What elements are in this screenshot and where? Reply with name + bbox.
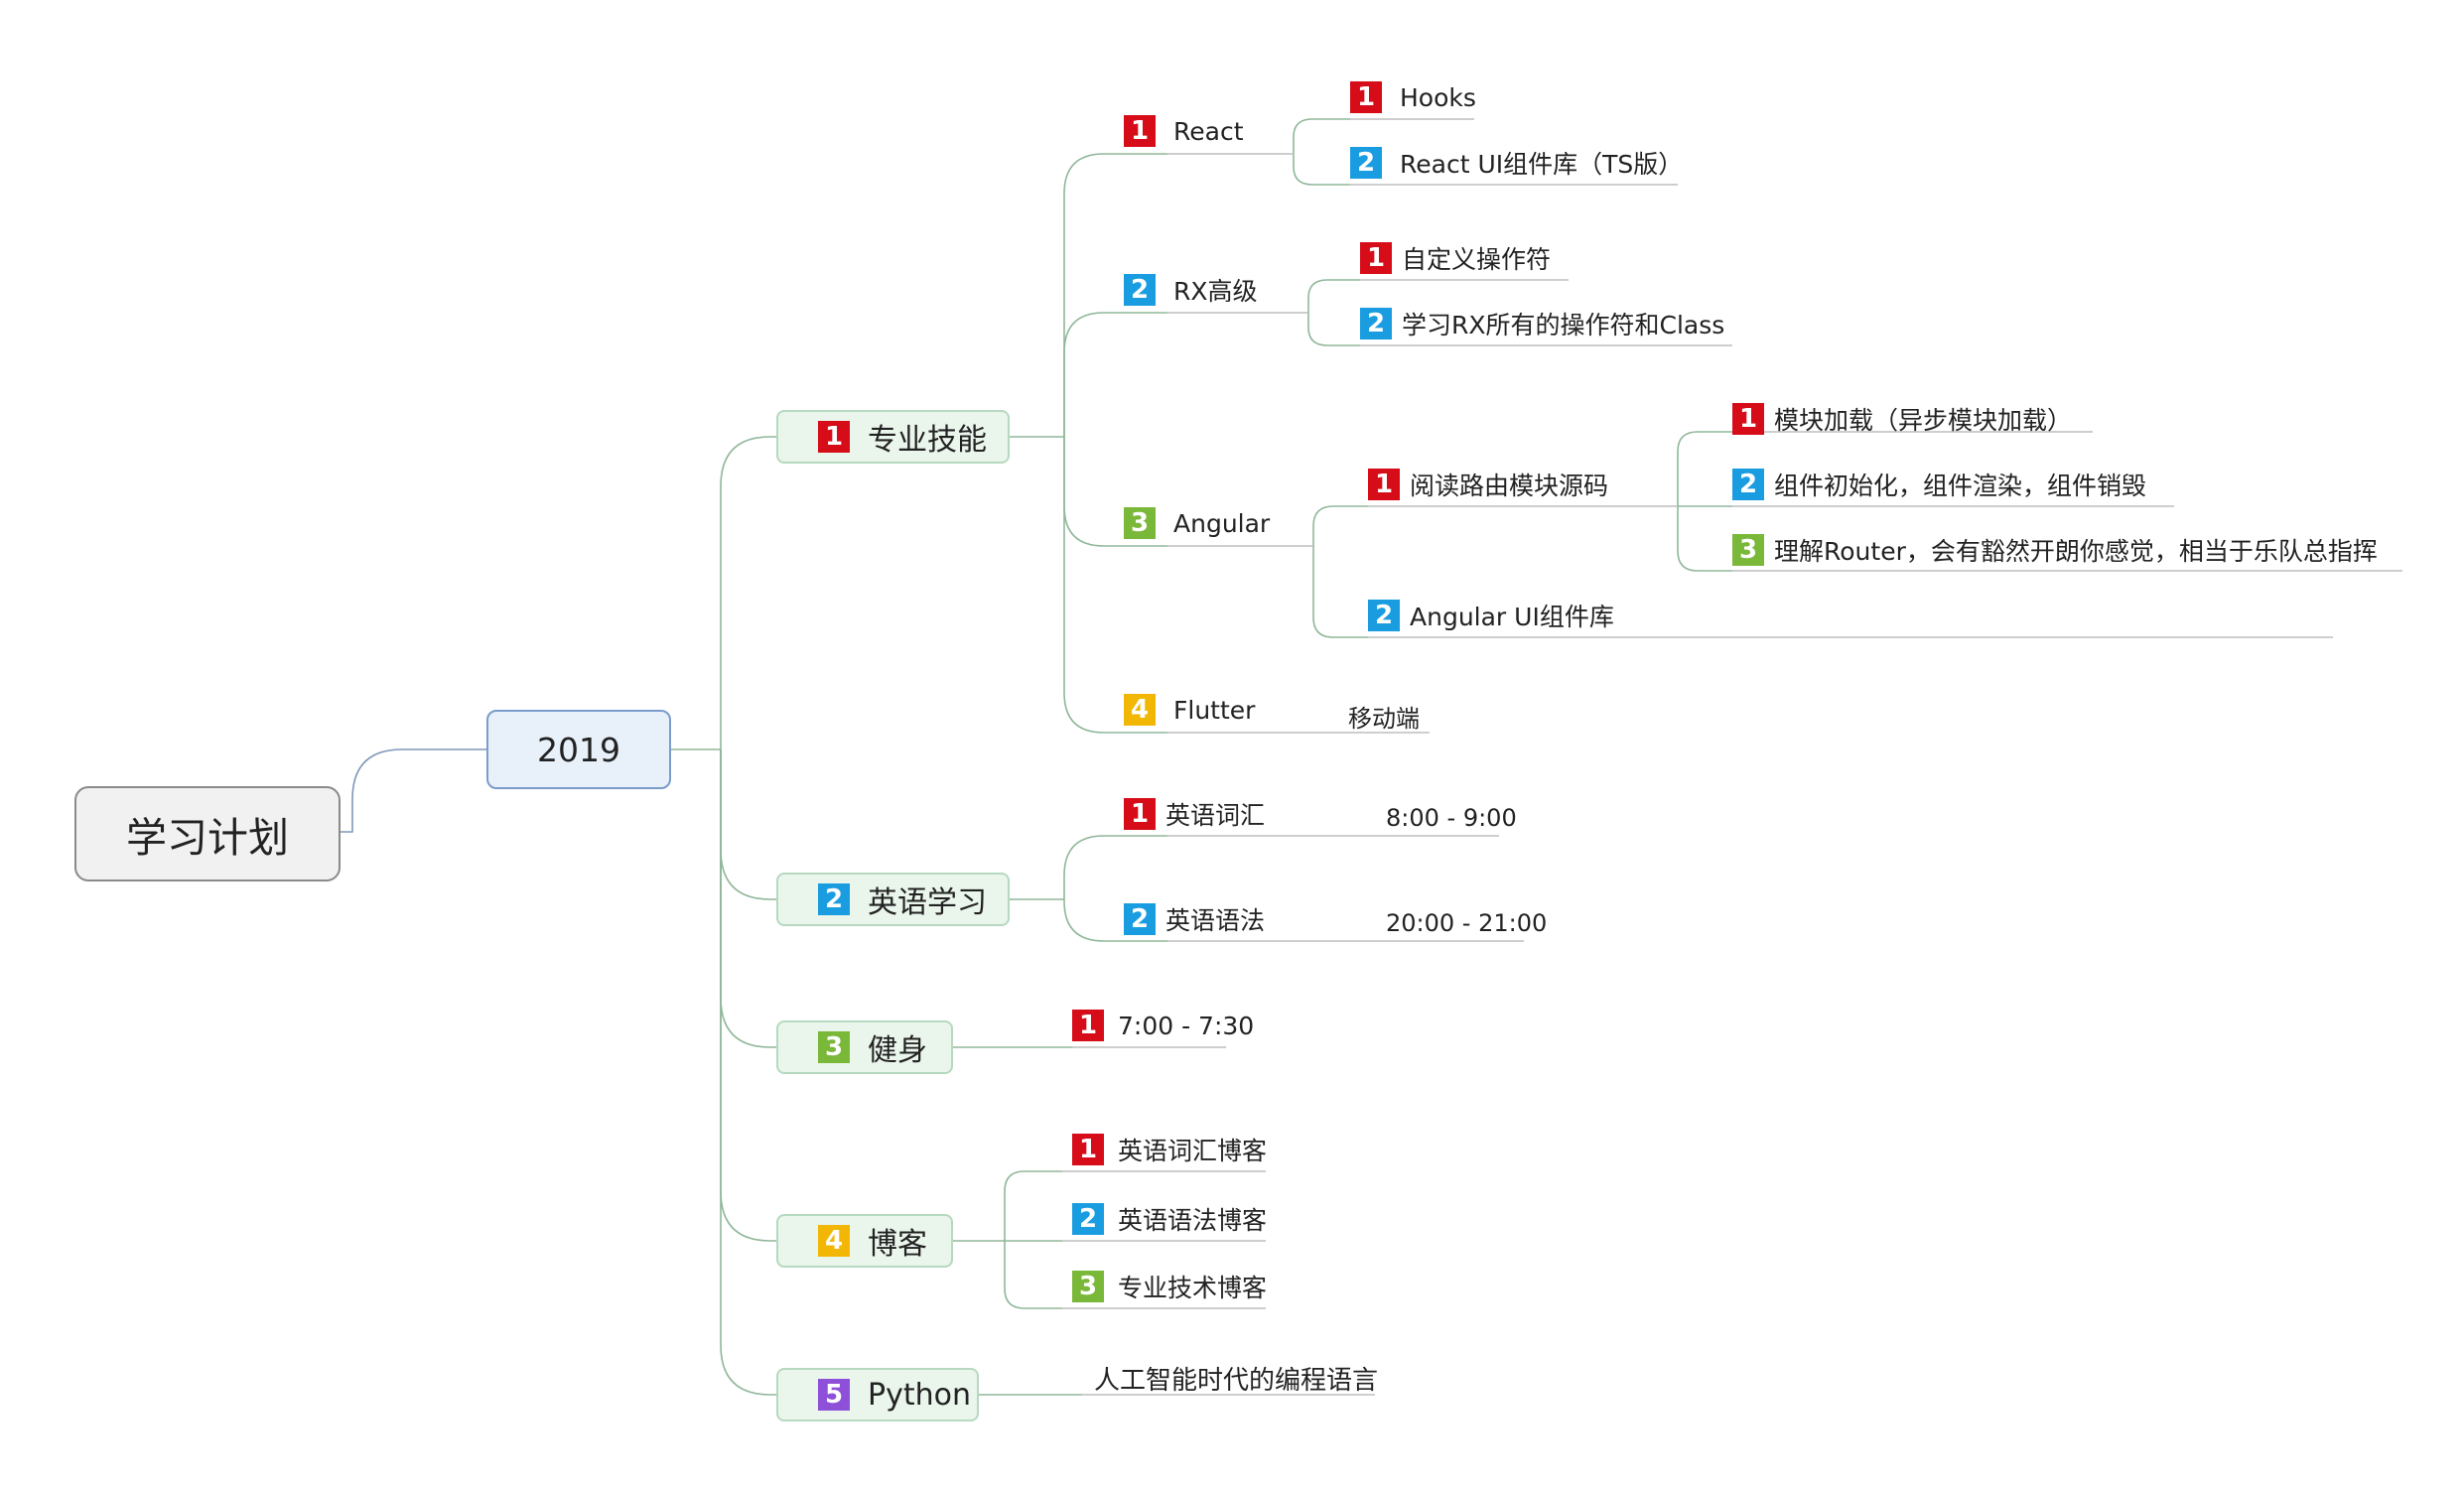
priority-2-icon: 2	[818, 883, 850, 915]
english-vocab-time-note: 8:00 - 9:00	[1386, 804, 1517, 832]
topic-fitness-label: 健身	[868, 1033, 927, 1068]
year-topic-label: 2019	[537, 730, 620, 769]
priority-2-icon: 2	[1368, 600, 1400, 631]
topic-english-grammar[interactable]: 2 英语语法	[1124, 899, 1265, 939]
topic-blog-label: 博客	[868, 1227, 927, 1262]
topic-flutter-label: Flutter	[1173, 695, 1256, 725]
topic-rx-all-operators-label: 学习RX所有的操作符和Class	[1402, 311, 1725, 339]
priority-4-icon: 4	[1124, 694, 1156, 726]
priority-3-icon: 3	[1732, 534, 1764, 566]
topic-skills[interactable]: 1 专业技能	[776, 410, 1010, 464]
topic-lazy-loading-label: 模块加载（异步模块加载）	[1774, 406, 2073, 435]
priority-2-icon: 2	[1072, 1203, 1104, 1235]
priority-3-icon: 3	[1124, 507, 1156, 539]
topic-angular-label: Angular	[1173, 508, 1271, 538]
topic-blog-grammar[interactable]: 2 英语语法博客	[1072, 1199, 1267, 1239]
topic-custom-operator[interactable]: 1 自定义操作符	[1360, 238, 1551, 278]
python-note: 人工智能时代的编程语言	[1094, 1366, 1379, 1396]
topic-rx-label: RX高级	[1173, 277, 1258, 306]
topic-english-vocab-label: 英语词汇	[1165, 801, 1266, 830]
priority-1-icon: 1	[1350, 81, 1382, 113]
priority-1-icon: 1	[1360, 242, 1392, 274]
topic-english-grammar-label: 英语语法	[1165, 906, 1266, 935]
priority-2-icon: 2	[1124, 274, 1156, 306]
topic-rx[interactable]: 2 RX高级	[1124, 270, 1258, 310]
topic-angular-ui-lib-label: Angular UI组件库	[1410, 603, 1614, 631]
topic-english[interactable]: 2 英语学习	[776, 873, 1010, 926]
topic-blog-tech-label: 专业技术博客	[1118, 1274, 1268, 1302]
priority-1-icon: 1	[1732, 403, 1764, 435]
topic-react-ui-lib-label: React UI组件库（TS版）	[1400, 150, 1684, 179]
topic-blog-vocab-label: 英语词汇博客	[1118, 1137, 1268, 1165]
topic-python-label: Python	[868, 1377, 971, 1413]
topic-react-label: React	[1173, 116, 1244, 146]
topic-react-ui-lib[interactable]: 2 React UI组件库（TS版）	[1350, 143, 1683, 183]
priority-3-icon: 3	[1072, 1271, 1104, 1302]
priority-3-icon: 3	[818, 1031, 850, 1063]
topic-router-source[interactable]: 1 阅读路由模块源码	[1368, 465, 1608, 504]
topic-fitness[interactable]: 3 健身	[776, 1020, 953, 1074]
topic-fitness-time-label: 7:00 - 7:30	[1118, 1011, 1255, 1040]
topic-hooks-label: Hooks	[1400, 82, 1476, 112]
priority-2-icon: 2	[1360, 308, 1392, 339]
topic-custom-operator-label: 自定义操作符	[1402, 245, 1552, 274]
priority-2-icon: 2	[1350, 147, 1382, 179]
topic-blog[interactable]: 4 博客	[776, 1214, 953, 1268]
priority-1-icon: 1	[1072, 1010, 1104, 1041]
flutter-note: 移动端	[1348, 705, 1420, 733]
root-topic[interactable]: 学习计划	[74, 786, 341, 881]
priority-5-icon: 5	[818, 1379, 850, 1411]
priority-1-icon: 1	[1124, 115, 1156, 147]
topic-understand-router[interactable]: 3 理解Router，会有豁然开朗你感觉，相当于乐队总指挥	[1732, 530, 2378, 570]
priority-1-icon: 1	[1124, 798, 1156, 830]
topic-understand-router-label: 理解Router，会有豁然开朗你感觉，相当于乐队总指挥	[1774, 537, 2378, 566]
year-topic[interactable]: 2019	[486, 710, 671, 789]
topic-blog-vocab[interactable]: 1 英语词汇博客	[1072, 1130, 1267, 1169]
topic-hooks[interactable]: 1 Hooks	[1350, 77, 1476, 117]
topic-lazy-loading[interactable]: 1 模块加载（异步模块加载）	[1732, 399, 2072, 439]
topic-flutter[interactable]: 4 Flutter	[1124, 690, 1255, 730]
topic-router-source-label: 阅读路由模块源码	[1410, 472, 1609, 500]
priority-1-icon: 1	[1368, 469, 1400, 500]
priority-1-icon: 1	[1072, 1134, 1104, 1165]
topic-blog-tech[interactable]: 3 专业技术博客	[1072, 1267, 1267, 1306]
english-grammar-time-note: 20:00 - 21:00	[1386, 909, 1548, 937]
topic-blog-grammar-label: 英语语法博客	[1118, 1206, 1268, 1235]
topic-english-vocab[interactable]: 1 英语词汇	[1124, 794, 1265, 834]
topic-skills-label: 专业技能	[868, 423, 987, 458]
topic-component-lifecycle[interactable]: 2 组件初始化，组件渲染，组件销毁	[1732, 465, 2146, 504]
topic-rx-all-operators[interactable]: 2 学习RX所有的操作符和Class	[1360, 304, 1724, 343]
topic-fitness-time[interactable]: 1 7:00 - 7:30	[1072, 1006, 1254, 1045]
root-topic-label: 学习计划	[126, 814, 289, 862]
topic-component-lifecycle-label: 组件初始化，组件渲染，组件销毁	[1774, 472, 2147, 500]
priority-1-icon: 1	[818, 421, 850, 453]
priority-4-icon: 4	[818, 1225, 850, 1257]
priority-2-icon: 2	[1732, 469, 1764, 500]
topic-angular-ui-lib[interactable]: 2 Angular UI组件库	[1368, 596, 1614, 635]
topic-python[interactable]: 5 Python	[776, 1368, 979, 1421]
topic-english-label: 英语学习	[868, 885, 987, 920]
topic-react[interactable]: 1 React	[1124, 111, 1244, 151]
priority-2-icon: 2	[1124, 903, 1156, 935]
topic-angular[interactable]: 3 Angular	[1124, 503, 1270, 543]
